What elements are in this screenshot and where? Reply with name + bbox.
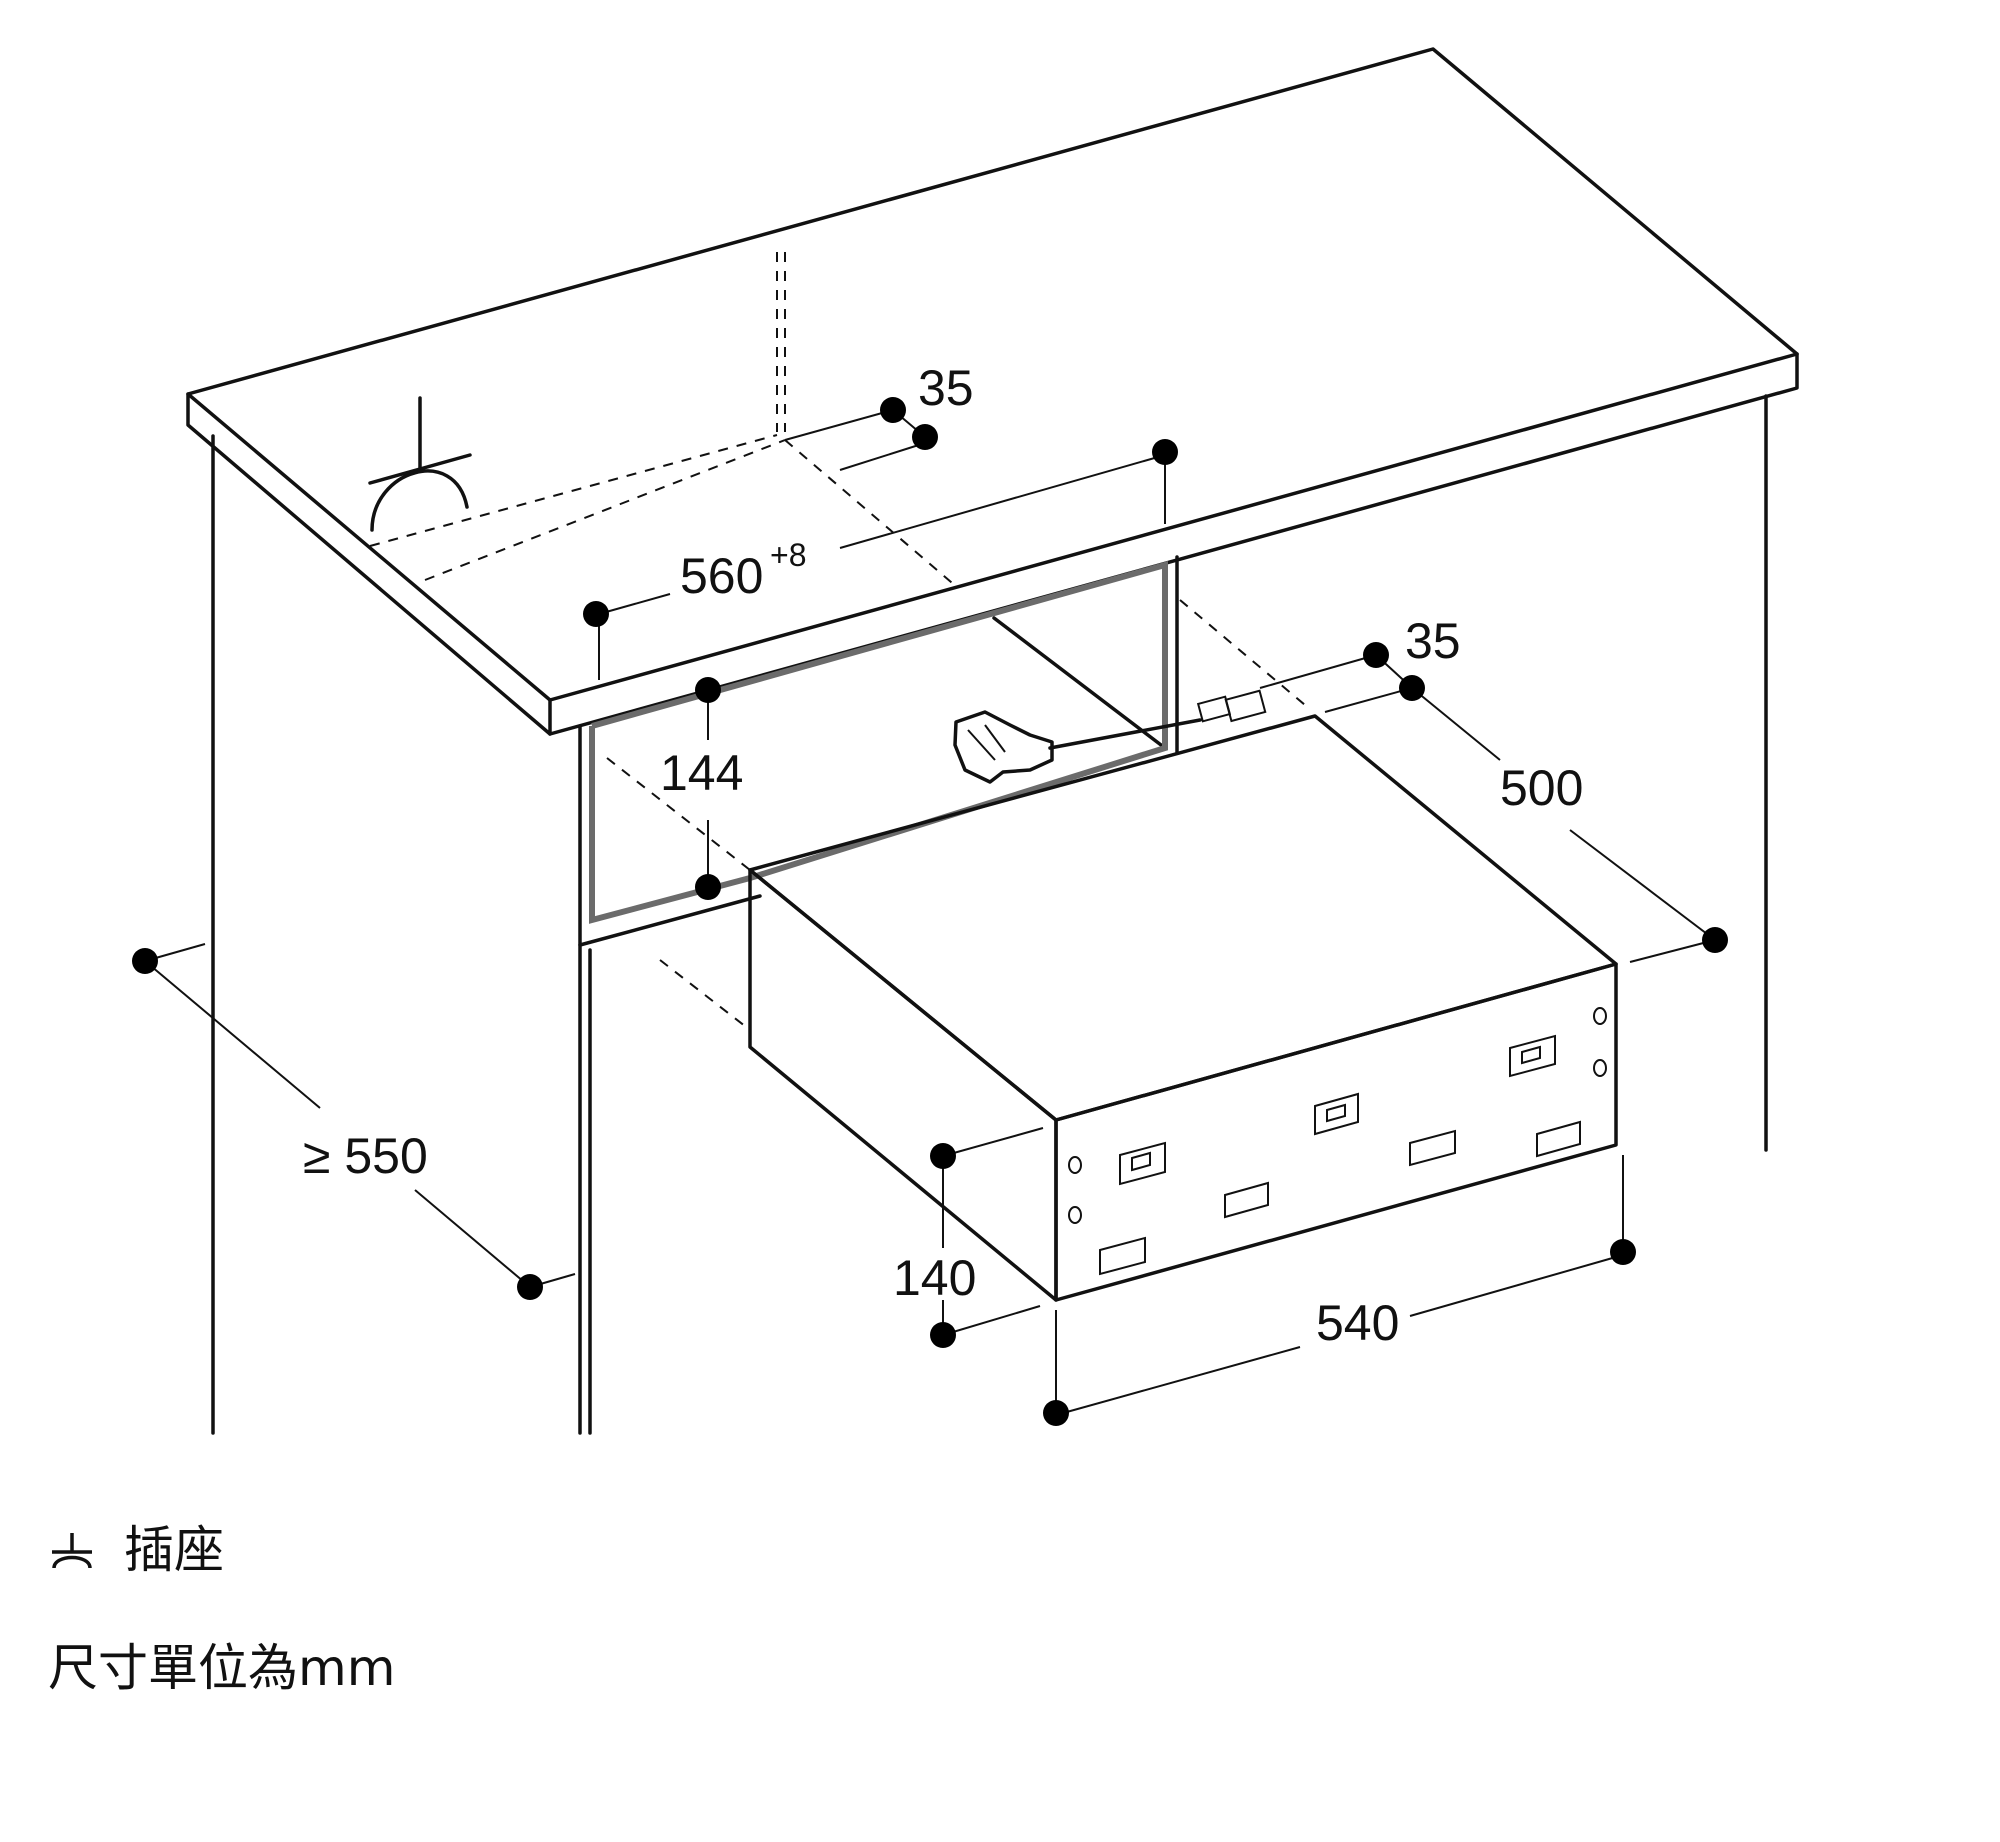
legend-socket: 插座 [48,1525,224,1575]
drawer-unit [748,714,1618,1302]
dim-label-140: 140 [893,1250,976,1306]
dimension-lines [144,409,1716,1416]
dimension-dots [132,397,1728,1426]
socket-symbol-icon [52,1533,92,1569]
front-panel-slots [1099,1034,1581,1276]
dim-label-540: 540 [1316,1295,1399,1351]
dim-label-35-top: 35 [918,360,974,416]
hidden-lines [369,252,1306,1031]
dim-label-144: 144 [660,745,743,801]
dim-label-500: 500 [1500,760,1583,816]
dim-label-560-tolerance: +8 [770,537,806,573]
legend-socket-label: 插座 [124,1521,224,1579]
socket-symbol-icon [368,396,472,532]
dim-label-550: ≥ 550 [303,1128,428,1184]
front-panel-holes [1068,1007,1607,1224]
dim-label-560: 560 [680,548,763,604]
cabinet-frame [211,394,1768,1435]
countertop [186,47,1799,736]
units-note: 尺寸單位為mm [48,1639,396,1697]
dim-label-35-side: 35 [1405,613,1461,669]
power-plug-icon [953,689,1267,784]
dimension-labels: 35 560 +8 144 35 500 ≥ 550 140 540 [303,360,1583,1351]
